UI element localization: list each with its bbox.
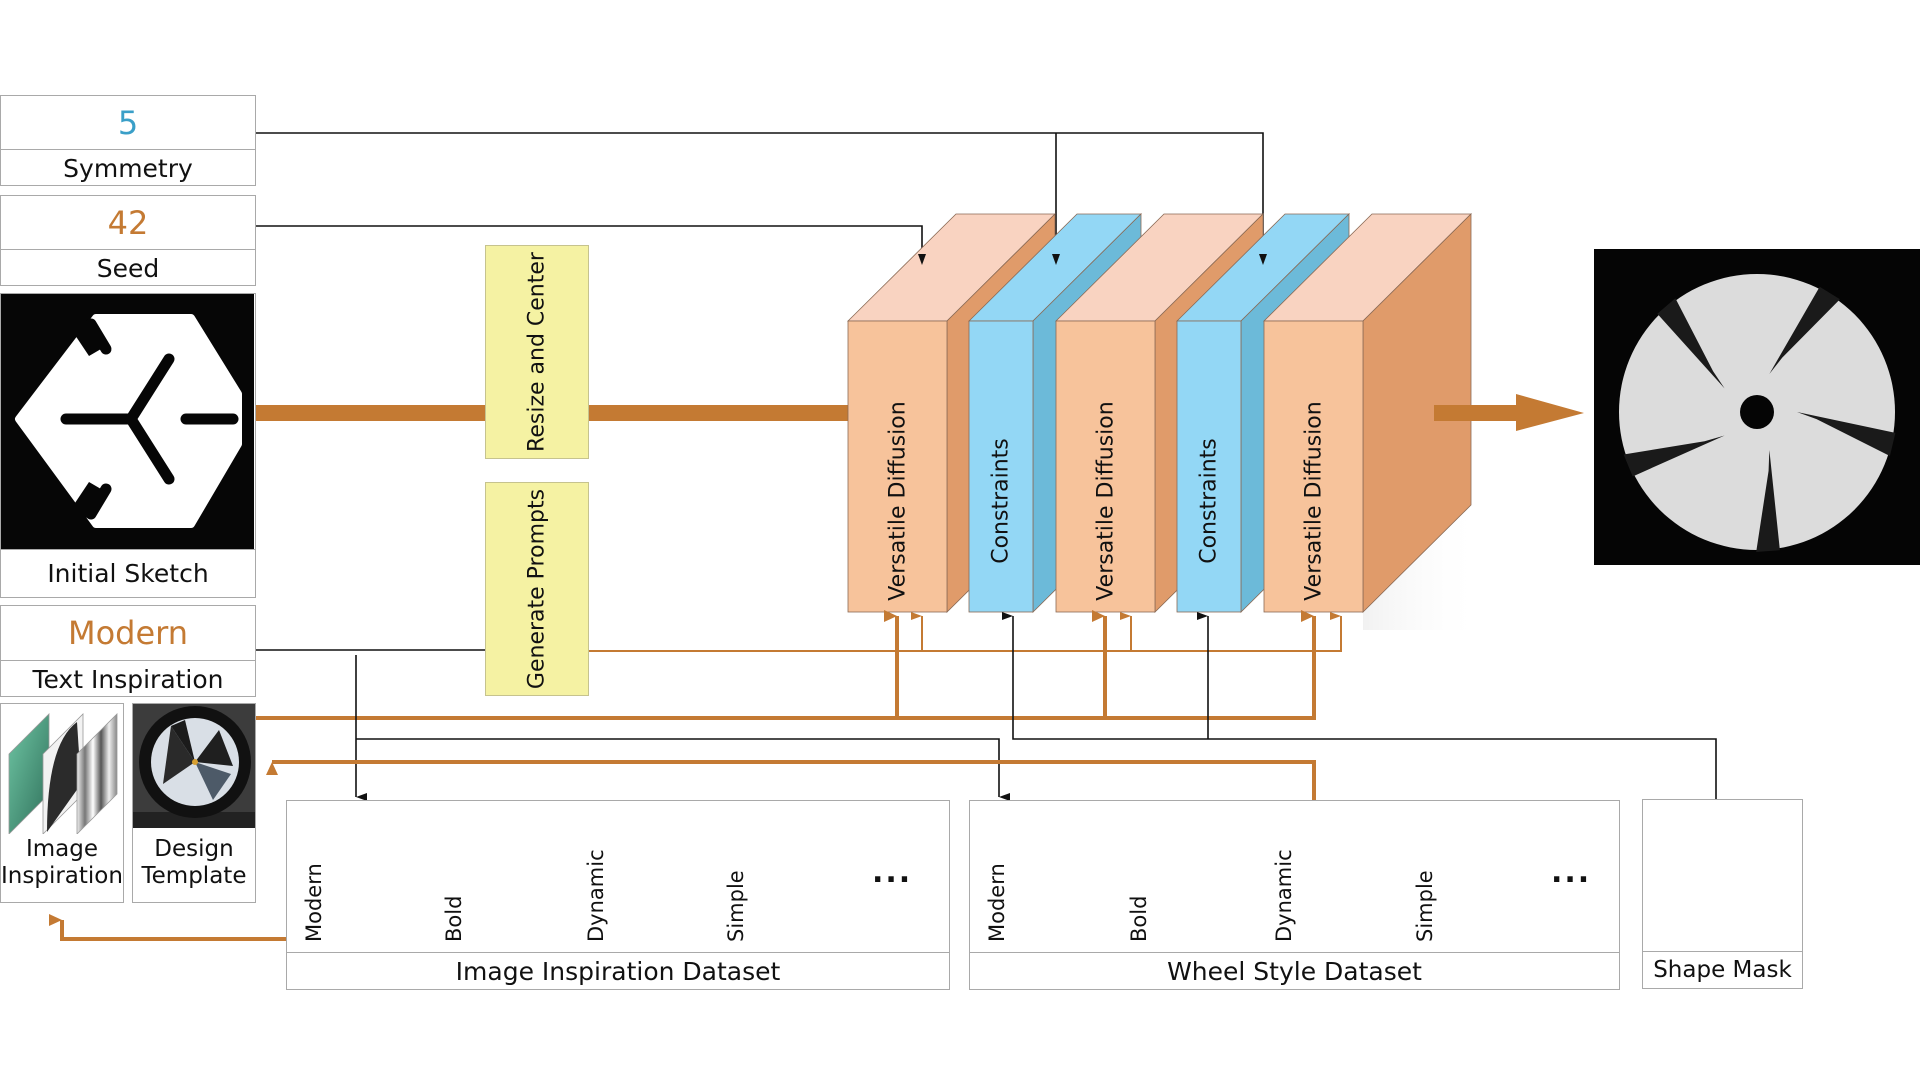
more-categories-ellipsis: ... [872, 855, 913, 890]
shape-mask-title: Shape Mask [1653, 957, 1792, 983]
image-inspiration-panel[interactable]: Image Inspiration [0, 703, 124, 903]
spoke-gap [1623, 435, 1725, 477]
spoke-gap [1797, 412, 1896, 457]
seed-label: Seed [96, 254, 160, 283]
pipeline-stack [847, 213, 1483, 630]
block-label-text: Constraints [1196, 438, 1222, 565]
dataset-category-label: Dynamic [584, 849, 608, 942]
seed-connector [256, 225, 933, 269]
constraints-label: Constraints [969, 321, 1033, 612]
shape-mask-dataset[interactable]: Shape Mask [1642, 799, 1803, 989]
design-template-image [133, 704, 255, 828]
image-inspiration-connector [256, 610, 1316, 720]
text-inspiration-value: Modern [67, 614, 189, 652]
wheel-style-dataset[interactable]: Wheel Style Dataset [969, 800, 1620, 990]
symmetry-value: 5 [117, 103, 139, 142]
spoke-gap [1756, 450, 1780, 552]
text-inspiration-input[interactable]: Modern Text Inspiration [0, 605, 256, 697]
constraints-label: Constraints [1177, 321, 1241, 612]
design-template-label-line1: Design [154, 836, 234, 862]
dataset-category-label: Modern [302, 863, 326, 942]
block-label-text: Versatile Diffusion [885, 401, 910, 602]
design-template-label-line2: Template [141, 863, 247, 889]
hexagon-sketch-icon [15, 314, 242, 528]
block-label-text: Versatile Diffusion [1093, 401, 1118, 602]
seed-input[interactable]: 42 Seed [0, 195, 256, 286]
initial-sketch-panel[interactable]: Initial Sketch [0, 293, 256, 598]
symmetry-input[interactable]: 5 Symmetry [0, 95, 256, 186]
block-label-text: Constraints [988, 438, 1014, 565]
versatile-diffusion-label: Versatile Diffusion [848, 321, 947, 612]
sketch-image [1, 294, 254, 549]
resize-and-center-step[interactable]: Resize and Center [485, 245, 589, 459]
versatile-diffusion-label: Versatile Diffusion [1264, 321, 1363, 612]
more-categories-ellipsis: ... [1551, 855, 1592, 890]
wheel-to-template-connector [266, 760, 1316, 801]
versatile-diffusion-block-4[interactable] [1263, 213, 1472, 613]
spoke-gap [1657, 298, 1725, 389]
prompts-connector [589, 612, 1342, 652]
down-arrow-icon [1052, 254, 1060, 265]
image-dataset-to-inspiration-connector [49, 914, 286, 941]
shape-mask-connector [1002, 612, 1717, 799]
generated-wheel-image [1594, 249, 1920, 565]
image-inspiration-label-line1: Image [25, 836, 99, 862]
spoke-gap [1769, 286, 1840, 374]
dataset-category-label: Simple [1413, 870, 1437, 942]
dataset-category-label: Modern [985, 863, 1009, 942]
dataset-category-label: Simple [724, 870, 748, 942]
text-inspiration-label: Text Inspiration [32, 665, 224, 694]
initial-sketch-label: Initial Sketch [47, 559, 209, 588]
main-flow-line-2 [589, 405, 848, 421]
dataset-category-label: Bold [442, 895, 466, 942]
image-inspiration-thumbnails-icon [8, 713, 118, 834]
dataset-category-label: Bold [1127, 895, 1151, 942]
generate-prompts-step[interactable]: Generate Prompts [485, 482, 589, 696]
symmetry-label: Symmetry [63, 154, 193, 183]
main-flow-line-1 [256, 405, 485, 421]
text-to-wheel-dataset-connector [356, 738, 1010, 801]
versatile-diffusion-label: Versatile Diffusion [1056, 321, 1155, 612]
image-inspiration-dataset-title: Image Inspiration Dataset [455, 956, 781, 986]
block-label-text: Versatile Diffusion [1301, 401, 1326, 602]
wheel-style-dataset-title: Wheel Style Dataset [1167, 956, 1422, 986]
image-inspiration-label-line2: Inspiration [1, 863, 123, 889]
design-template-panel[interactable]: Design Template [132, 703, 256, 903]
seed-value: 42 [107, 203, 149, 242]
output-arrow-icon [1434, 394, 1584, 431]
down-arrow-icon [918, 254, 926, 265]
down-arrow-icon [1259, 254, 1267, 265]
dataset-category-label: Dynamic [1272, 849, 1296, 942]
image-inspiration-dataset[interactable]: Image Inspiration Dataset [286, 800, 950, 990]
